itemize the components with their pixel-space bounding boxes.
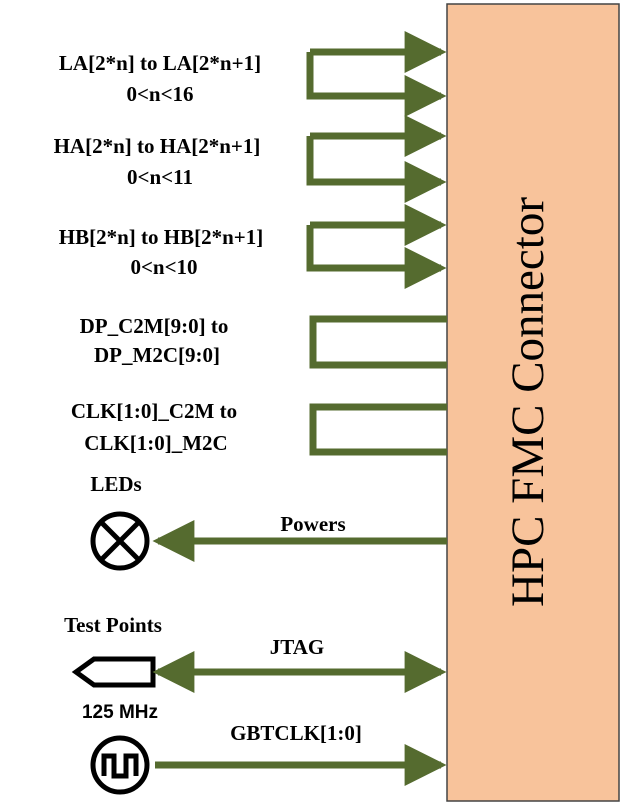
loop-clk-wire bbox=[309, 403, 447, 456]
loop-dp-wire bbox=[309, 315, 447, 369]
clock-oscillator-icon bbox=[90, 735, 150, 795]
loop-ha: HA[2*n] to HA[2*n+1] 0<n<11 bbox=[54, 115, 447, 203]
loop-ha-label: HA[2*n] to HA[2*n+1] bbox=[54, 134, 261, 158]
fmc-connector-block bbox=[446, 3, 620, 802]
loop-dp-label: DP_C2M[9:0] to bbox=[80, 314, 229, 338]
loop-dp-label-2: DP_M2C[9:0] bbox=[94, 343, 220, 367]
loop-hb: HB[2*n] to HB[2*n+1] 0<n<10 bbox=[59, 204, 447, 289]
loop-clk-label: CLK[1:0]_C2M to bbox=[71, 399, 237, 423]
loop-la-label: LA[2*n] to LA[2*n+1] bbox=[59, 51, 261, 75]
loop-ha-range: 0<n<11 bbox=[127, 165, 193, 189]
loop-la-return-arrow bbox=[306, 52, 447, 117]
loop-hb-return-arrow bbox=[306, 225, 447, 289]
loop-hb-label: HB[2*n] to HB[2*n+1] bbox=[59, 225, 263, 249]
leds-label: LEDs bbox=[90, 472, 141, 496]
test-point-connector-icon bbox=[71, 656, 156, 688]
lamp-icon bbox=[90, 511, 150, 571]
test-points-label: Test Points bbox=[64, 613, 162, 637]
loop-hb-range: 0<n<10 bbox=[130, 255, 197, 279]
connector-label: HPC FMC Connector bbox=[502, 197, 554, 607]
loop-dp: DP_C2M[9:0] to DP_M2C[9:0] bbox=[80, 314, 447, 369]
powers-label: Powers bbox=[280, 512, 345, 536]
loop-clk-label-2: CLK[1:0]_M2C bbox=[84, 431, 227, 455]
loop-clk: CLK[1:0]_C2M to CLK[1:0]_M2C bbox=[71, 399, 447, 456]
oscillator-label: 125 MHz bbox=[82, 702, 158, 723]
gbtclk-label: GBTCLK[1:0] bbox=[230, 721, 362, 745]
loop-ha-return-arrow bbox=[306, 136, 447, 203]
leds-group: LEDs bbox=[90, 472, 150, 571]
jtag-label: JTAG bbox=[270, 635, 324, 659]
loop-la-range: 0<n<16 bbox=[126, 82, 193, 106]
loop-la: LA[2*n] to LA[2*n+1] 0<n<16 bbox=[59, 31, 447, 117]
